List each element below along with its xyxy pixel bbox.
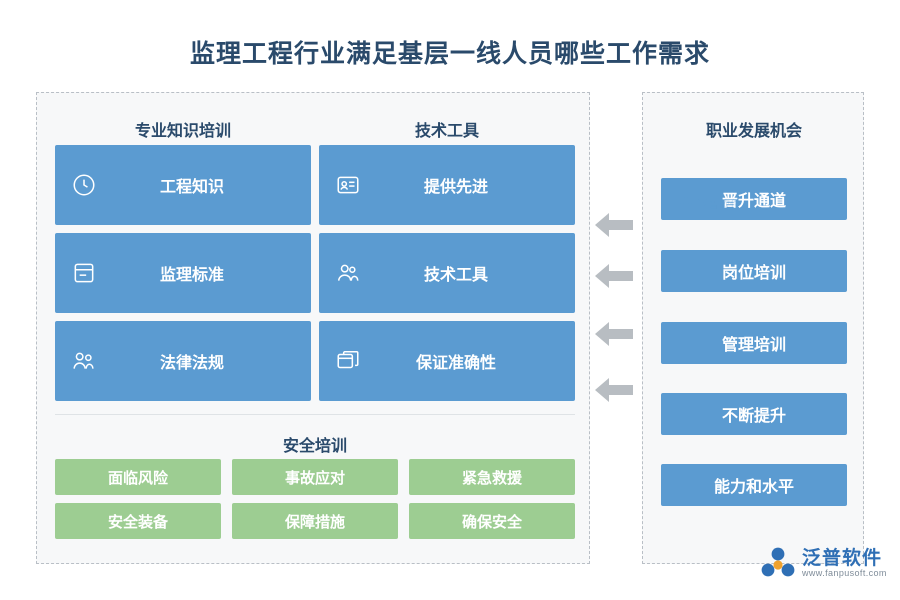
safety-card-2[interactable]: 事故应对 [232,459,398,495]
card-label: 法律法规 [159,355,224,372]
windows-icon [319,348,377,374]
career-card-label: 岗位培训 [721,265,786,282]
safety-card-label: 面临风险 [107,469,168,487]
arrow-left-icon-3 [595,320,633,348]
safety-card-label: 安全装备 [107,513,168,531]
arrow-left-icon-4 [595,376,633,404]
career-card-label: 晋升通道 [721,193,786,210]
safety-card-label: 紧急救援 [461,469,522,487]
career-card-label: 管理培训 [721,337,786,354]
column-heading-career: 职业发展机会 [705,123,802,140]
card-label: 工程知识 [159,179,224,196]
career-card-2[interactable]: 岗位培训 [661,250,847,292]
safety-card-6[interactable]: 确保安全 [409,503,575,539]
column-heading-knowledge: 专业知识培训 [134,123,231,140]
card-engineering-knowledge[interactable]: 工程知识 [55,145,311,225]
card-supervision-standard[interactable]: 监理标准 [55,233,311,313]
career-card-5[interactable]: 能力和水平 [661,464,847,506]
arrow-left-icon-1 [595,211,633,239]
page-title: 监理工程行业满足基层一线人员哪些工作需求 [189,40,710,68]
flower-logo-icon [761,547,795,577]
arrow-left-icon-2 [595,262,633,290]
card-laws-regulations[interactable]: 法律法规 [55,321,311,401]
column-heading-safety: 安全培训 [282,438,347,455]
card-label: 监理标准 [159,267,224,284]
brand-logo: 泛普软件 www.fanpusoft.com [760,546,887,582]
section-divider [55,414,575,415]
right-panel: 职业发展机会 晋升通道 岗位培训 管理培训 不断提升 能力和水平 [642,92,864,564]
safety-card-label: 保障措施 [284,513,345,531]
card-provide-advanced[interactable]: 提供先进 [319,145,575,225]
card-ensure-accuracy[interactable]: 保证准确性 [319,321,575,401]
users-icon [319,260,377,286]
safety-card-3[interactable]: 紧急救援 [409,459,575,495]
safety-card-label: 确保安全 [461,513,522,531]
career-card-label: 能力和水平 [713,479,794,496]
clock-icon [55,172,113,198]
id-card-icon [319,172,377,198]
safety-card-5[interactable]: 保障措施 [232,503,398,539]
career-card-1[interactable]: 晋升通道 [661,178,847,220]
card-technical-tools[interactable]: 技术工具 [319,233,575,313]
document-icon [55,260,113,286]
left-panel: 专业知识培训 技术工具 工程知识 监理标准 法律法规 [36,92,590,564]
career-card-3[interactable]: 管理培训 [661,322,847,364]
career-card-4[interactable]: 不断提升 [661,393,847,435]
card-label: 保证准确性 [415,355,496,372]
people-icon [55,348,113,374]
card-label: 技术工具 [423,267,488,284]
safety-card-1[interactable]: 面临风险 [55,459,221,495]
logo-name-cn: 泛普软件 [802,548,883,570]
safety-card-4[interactable]: 安全装备 [55,503,221,539]
safety-card-label: 事故应对 [284,469,345,487]
career-card-label: 不断提升 [721,408,786,425]
logo-name-en: www.fanpusoft.com [802,568,887,579]
card-label: 提供先进 [423,179,488,196]
column-heading-tools: 技术工具 [414,123,479,140]
